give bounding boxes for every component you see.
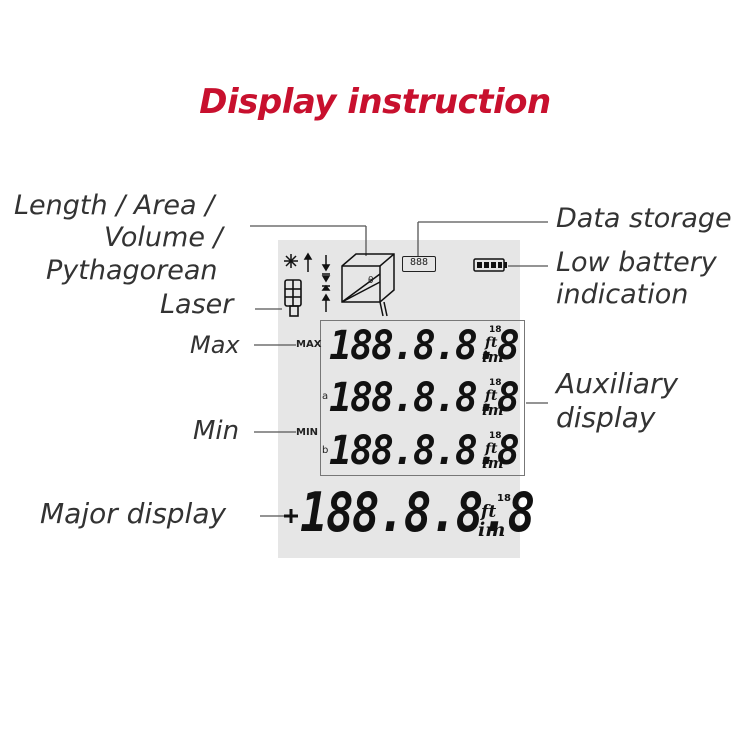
major-display-value: 88.8.8.8: [325, 481, 535, 544]
aux-row-3-value: 88.8.8.8: [349, 428, 520, 474]
label-min: Min: [193, 416, 240, 446]
label-auxiliary-line1: Auxiliary: [556, 367, 679, 400]
label-laser: Laser: [160, 289, 234, 320]
major-display-fraction: 18: [497, 493, 511, 504]
aux-row-3-prefix: 1: [329, 428, 352, 474]
aux-row-2-unit-ft: ft: [485, 388, 498, 404]
area-volume-icon: [341, 253, 395, 317]
label-length-area-line2: Volume /: [104, 222, 223, 253]
major-display-digits: 188.8.8.8: [300, 486, 535, 540]
aux-row-2-value: 88.8.8.8: [349, 375, 520, 421]
auxiliary-display-frame: [320, 320, 525, 476]
max-indicator: MAX: [296, 339, 322, 350]
data-storage-indicator: 888: [402, 256, 436, 272]
label-low-battery-line1: Low battery: [556, 247, 717, 278]
connector-lines: [250, 221, 548, 517]
lcd-panel: [278, 240, 520, 558]
major-display-unit-ft: ft: [481, 502, 497, 522]
label-major-display: Major display: [40, 497, 227, 530]
row-a-tag: a: [322, 391, 329, 402]
label-auxiliary-line2: display: [556, 401, 656, 434]
theta-symbol: θ: [368, 276, 374, 286]
aux-row-3-unit-m: im: [482, 454, 504, 472]
aux-row-1-fraction: 18: [489, 325, 502, 335]
device-position-icon: [284, 279, 302, 317]
aux-row-1-unit-ft: ft: [485, 335, 498, 351]
aux-row-3-digits: 188.8.8.8: [329, 428, 520, 474]
major-display-prefix: 1: [300, 481, 328, 544]
aux-row-3-fraction: 18: [489, 431, 502, 441]
page-title: Display instruction: [199, 82, 551, 122]
row-b-tag: b: [322, 445, 329, 456]
label-length-area-line3: Pythagorean: [46, 255, 218, 286]
aux-row-2-prefix: 1: [329, 375, 352, 421]
aux-row-1-digits: 188.8.8.8: [329, 323, 520, 369]
aux-row-2-fraction: 18: [489, 378, 502, 388]
min-indicator: MIN: [296, 427, 319, 438]
battery-icon: [473, 258, 507, 272]
reference-arrows-icon: [303, 252, 331, 312]
aux-row-1-value: 88.8.8.8: [349, 323, 520, 369]
label-length-area-line1: Length / Area /: [14, 190, 215, 221]
label-low-battery-line2: indication: [556, 279, 689, 310]
aux-row-2-digits: 188.8.8.8: [329, 375, 520, 421]
label-data-storage: Data storage: [556, 203, 732, 234]
aux-row-1-prefix: 1: [329, 323, 352, 369]
aux-row-1-unit-m: im: [482, 348, 504, 366]
label-max: Max: [190, 331, 240, 359]
aux-row-3-unit-ft: ft: [485, 441, 498, 457]
aux-row-2-unit-m: im: [482, 401, 504, 419]
major-display-unit-m: im: [478, 519, 506, 541]
laser-star-icon: [284, 254, 298, 268]
sign-icon: [284, 509, 298, 523]
